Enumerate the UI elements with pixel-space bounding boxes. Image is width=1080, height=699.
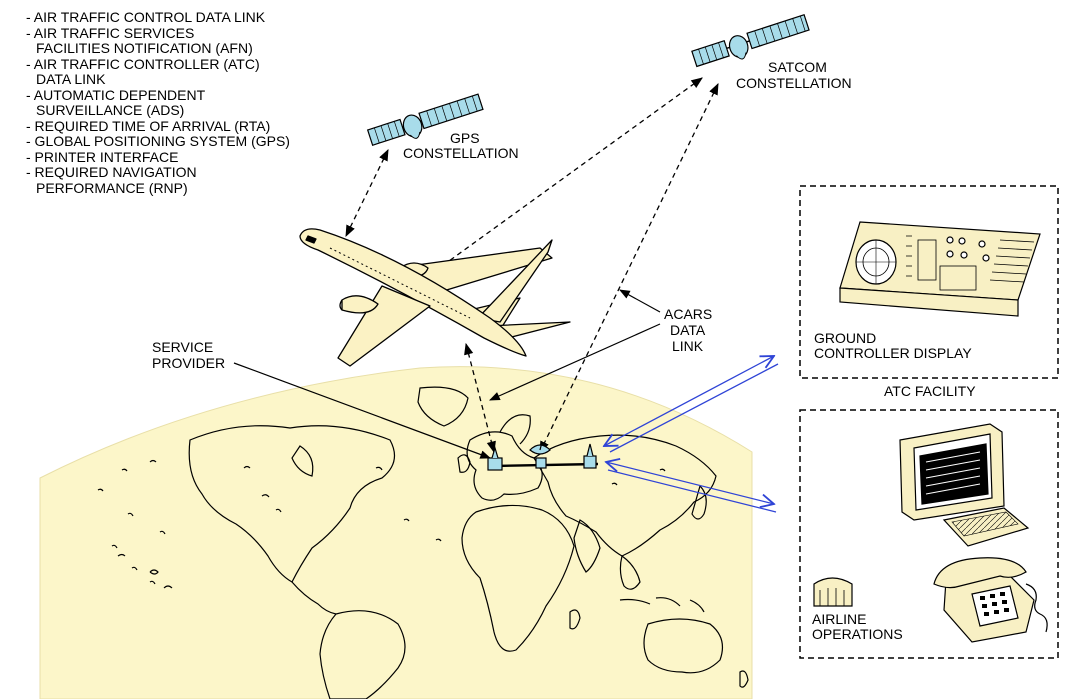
computer-terminal [899,423,1030,547]
gps-label-line2: CONSTELLATION [403,145,519,161]
airline-operations: AIRLINE OPERATIONS [799,409,1059,659]
link-to-atc-facility [604,356,774,446]
gps-label-line1: GPS [450,130,480,146]
feature-item-4-cont: SURVEILLANCE (ADS) [36,102,184,118]
feature-item-8-cont: PERFORMANCE (RNP) [36,180,188,196]
link-to-airline-ops [606,462,774,504]
feature-item-3: - AIR TRAFFIC CONTROLLER (ATC) [26,56,260,72]
ground-controller-label-line1: GROUND [814,330,876,346]
left-ground-antenna [487,445,503,471]
acars-label-line2: DATA [670,322,706,338]
service-provider-leader [233,362,492,459]
feature-item-5: - REQUIRED TIME OF ARRIVAL (RTA) [26,118,270,134]
feature-item-2: - AIR TRAFFIC SERVICES [26,25,194,41]
feature-item-2-cont: FACILITIES NOTIFICATION (AFN) [36,40,253,56]
ground-station-network [487,441,599,471]
feature-item-4: - AUTOMATIC DEPENDENT [26,87,206,103]
dashed-links [345,77,719,454]
feature-item-6: - GLOBAL POSITIONING SYSTEM (GPS) [26,133,290,149]
atc-facility-label: ATC FACILITY [884,383,976,399]
ground-controller-console [839,221,1041,317]
service-provider-label-line2: PROVIDER [152,355,225,371]
gps-satellite [366,93,484,146]
airline-operations-label-line2: OPERATIONS [812,626,903,642]
globe [39,366,753,699]
feature-item-7: - PRINTER INTERFACE [26,149,178,165]
satcom-label-line1: SATCOM [768,59,827,75]
ground-controller-label-line2: CONTROLLER DISPLAY [814,345,972,361]
feature-list: - AIR TRAFFIC CONTROL DATA LINK - AIR TR… [26,9,290,196]
airline-operations-label-line1: AIRLINE [812,611,866,627]
atc-facility: GROUND CONTROLLER DISPLAY ATC FACILITY [799,185,1059,399]
airline-operations-box [799,409,1059,659]
ground-links [604,356,779,513]
globe-surface [39,366,753,699]
satcom-label-line2: CONSTELLATION [736,75,852,91]
acars-label-line1: ACARS [664,306,712,322]
aircraft [299,228,571,367]
feature-item-1: - AIR TRAFFIC CONTROL DATA LINK [26,9,266,25]
acars-label-line3: LINK [672,338,704,354]
satellite-dish [529,441,551,469]
satcom-satellite [691,14,810,68]
atc-facility-box [799,185,1059,379]
right-ground-antenna [583,443,597,469]
link-aircraft-ground-left [464,342,496,454]
service-provider-label-line1: SERVICE [152,339,213,355]
feature-item-3-cont: DATA LINK [36,71,106,87]
telephone [933,557,1048,643]
hangar-icon [813,577,853,607]
link-gps-aircraft [345,148,389,238]
feature-item-8: - REQUIRED NAVIGATION [26,164,197,180]
acars-leaders [489,289,661,401]
